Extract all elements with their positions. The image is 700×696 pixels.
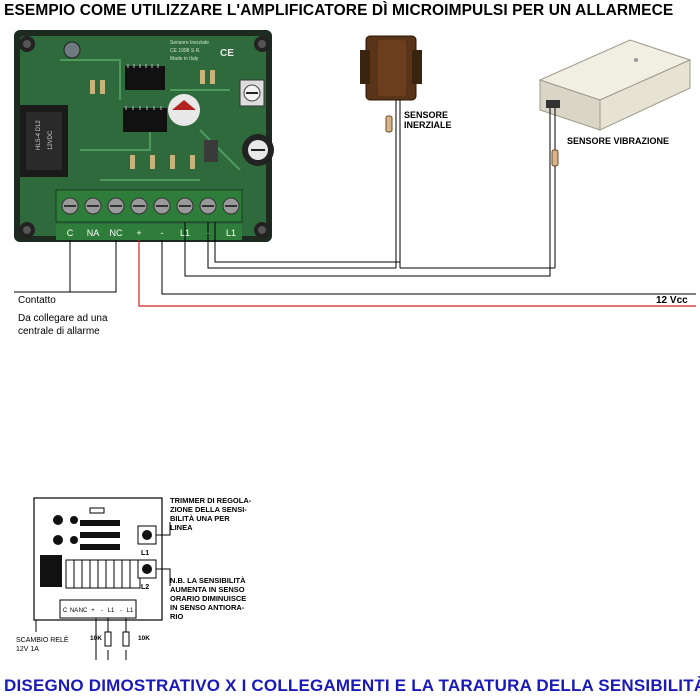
schematic-terminal: - [120,608,122,614]
supply-label: 12 Vcc [656,295,688,306]
board-ce-mark: CE [220,48,234,59]
trimmer-note-line: BILITÀ UNA PER [170,514,230,523]
relay-note-line: SCAMBIO RELÈ [16,637,69,644]
sensitivity-note-line: N.B. LA SENSIBILITÀ [170,576,246,585]
contact-note: Da collegare ad una centrale di allarme [18,312,108,338]
contact-note-line2: centrale di allarme [18,326,100,337]
trimmer-note-line: LINEA [170,523,193,532]
relay-note-line: 12V 1A [16,646,39,653]
contact-label: Contatto [18,295,56,306]
print-text-2: CE 1998 S.R. [170,48,201,54]
wiring [14,222,696,307]
supply-wire [138,240,696,307]
schematic-terminal: NC [79,608,88,614]
schematic: L1 L2 C NA NC + - L1 - L1 10K 10K [33,497,171,660]
relay-text-1: HLS-4 D12 [36,120,42,150]
inertial-label-line2: INERZIALE [404,120,452,130]
trimmer-note-line: TRIMMER DI REGOLA- [170,496,252,505]
schematic-terminal: L1 [127,608,134,614]
schematic-terminal: L1 [108,608,115,614]
contact-note-line1: Da collegare ad una [18,313,108,324]
trimmer-note: TRIMMER DI REGOLA- ZIONE DELLA SENSI- BI… [170,496,251,532]
terminal-label: NA [87,228,100,238]
inertial-sensor [360,35,422,268]
trimmer-label-l2: L2 [141,584,149,591]
print-text-3: Made in Italy [170,56,199,62]
vibration-sensor-label: SENSORE VIBRAZIONE [567,136,670,146]
terminal-label: L1 [226,228,236,238]
title-text: ESEMPIO COME UTILIZZARE L'AMPLIFICATORE … [4,2,652,19]
sensitivity-note-line: IN SENSO ANTIORA- [170,603,245,612]
terminal-label: + [136,228,141,238]
sensitivity-note-line: RIO [170,612,184,621]
trimmer-label-l1: L1 [141,550,149,557]
resistor-label-2: 10K [138,635,150,642]
ce-mark: CE [651,2,674,19]
terminal-label: C [67,228,74,238]
terminal-label: - [161,228,164,238]
inertial-sensor-label: SENSORE INERZIALE [404,110,452,130]
schematic-terminal: + [91,608,95,614]
schematic-terminal: C [63,608,68,614]
trimmer-note-line: ZIONE DELLA SENSI- [170,505,247,514]
footer-caption: DISEGNO DIMOSTRATIVO X I COLLEGAMENTI E … [4,676,700,695]
schematic-terminal: - [101,608,103,614]
sensitivity-note-line: AUMENTA IN SENSO [170,585,245,594]
sensitivity-note: N.B. LA SENSIBILITÀ AUMENTA IN SENSO ORA… [170,576,246,621]
circuit-board: HLS-4 D12 12VDC Sensore Inerziale CE 199… [14,30,274,242]
schematic-terminal: NA [70,608,78,614]
page-title: ESEMPIO COME UTILIZZARE L'AMPLIFICATORE … [4,2,673,20]
sensitivity-note-line: ORARIO DIMINUISCE [170,594,247,603]
print-text-1: Sensore Inerziale [170,40,209,46]
resistor-label-1: 10K [90,635,102,642]
relay-text-2: 12VDC [48,130,54,150]
vibration-sensor [538,39,692,268]
relay-note: SCAMBIO RELÈ 12V 1A [16,636,69,654]
terminal-label: NC [110,228,123,238]
inertial-label-line1: SENSORE [404,110,449,120]
